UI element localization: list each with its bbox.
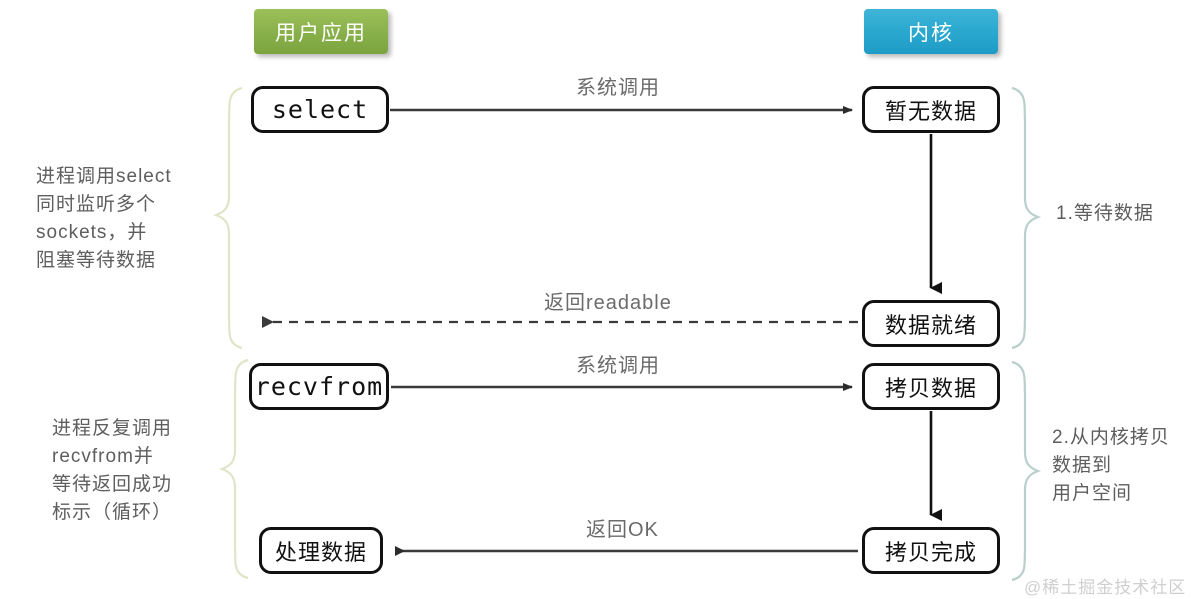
edge-label-return-ok: 返回OK (586, 519, 659, 541)
watermark: @稀土掘金技术社区 (1024, 578, 1187, 597)
node-select-label: select (271, 95, 369, 124)
brace-kernel-copy (1011, 360, 1042, 582)
node-process-data-label: 处理数据 (274, 539, 367, 565)
kernel-header-label: 内核 (908, 21, 954, 45)
node-data-ready[interactable]: 数据就绪 (862, 300, 1000, 347)
node-copy-done[interactable]: 拷贝完成 (862, 527, 1000, 574)
node-no-data[interactable]: 暂无数据 (862, 86, 1000, 133)
annotation-user-select-wait: 进程调用select 同时监听多个 sockets，并 阻塞等待数据 (36, 166, 172, 271)
node-copying-data-label: 拷贝数据 (884, 375, 977, 401)
annotation-user-recvfrom-loop: 进程反复调用 recvfrom并 等待返回成功 标示（循环） (52, 418, 173, 523)
edge-label-syscall-2: 系统调用 (576, 355, 660, 377)
node-process-data[interactable]: 处理数据 (259, 527, 383, 574)
node-copying-data[interactable]: 拷贝数据 (862, 363, 1000, 410)
user-space-header-label: 用户应用 (275, 21, 367, 45)
node-data-ready-label: 数据就绪 (884, 312, 977, 338)
annotation-kernel-step-2: 2.从内核拷贝 数据到 用户空间 (1052, 427, 1170, 504)
node-recvfrom[interactable]: recvfrom (249, 363, 389, 410)
edge-label-syscall-1: 系统调用 (576, 77, 660, 99)
edge-label-return-readable: 返回readable (544, 292, 672, 314)
node-copy-done-label: 拷贝完成 (884, 539, 977, 565)
user-space-header-pill: 用户应用 (254, 9, 388, 54)
node-recvfrom-label: recvfrom (254, 372, 384, 401)
brace-kernel-wait (1011, 86, 1042, 350)
node-no-data-label: 暂无数据 (884, 98, 977, 124)
kernel-header-pill: 内核 (864, 9, 998, 54)
node-select[interactable]: select (251, 86, 389, 133)
annotation-kernel-step-1: 1.等待数据 (1056, 203, 1154, 224)
